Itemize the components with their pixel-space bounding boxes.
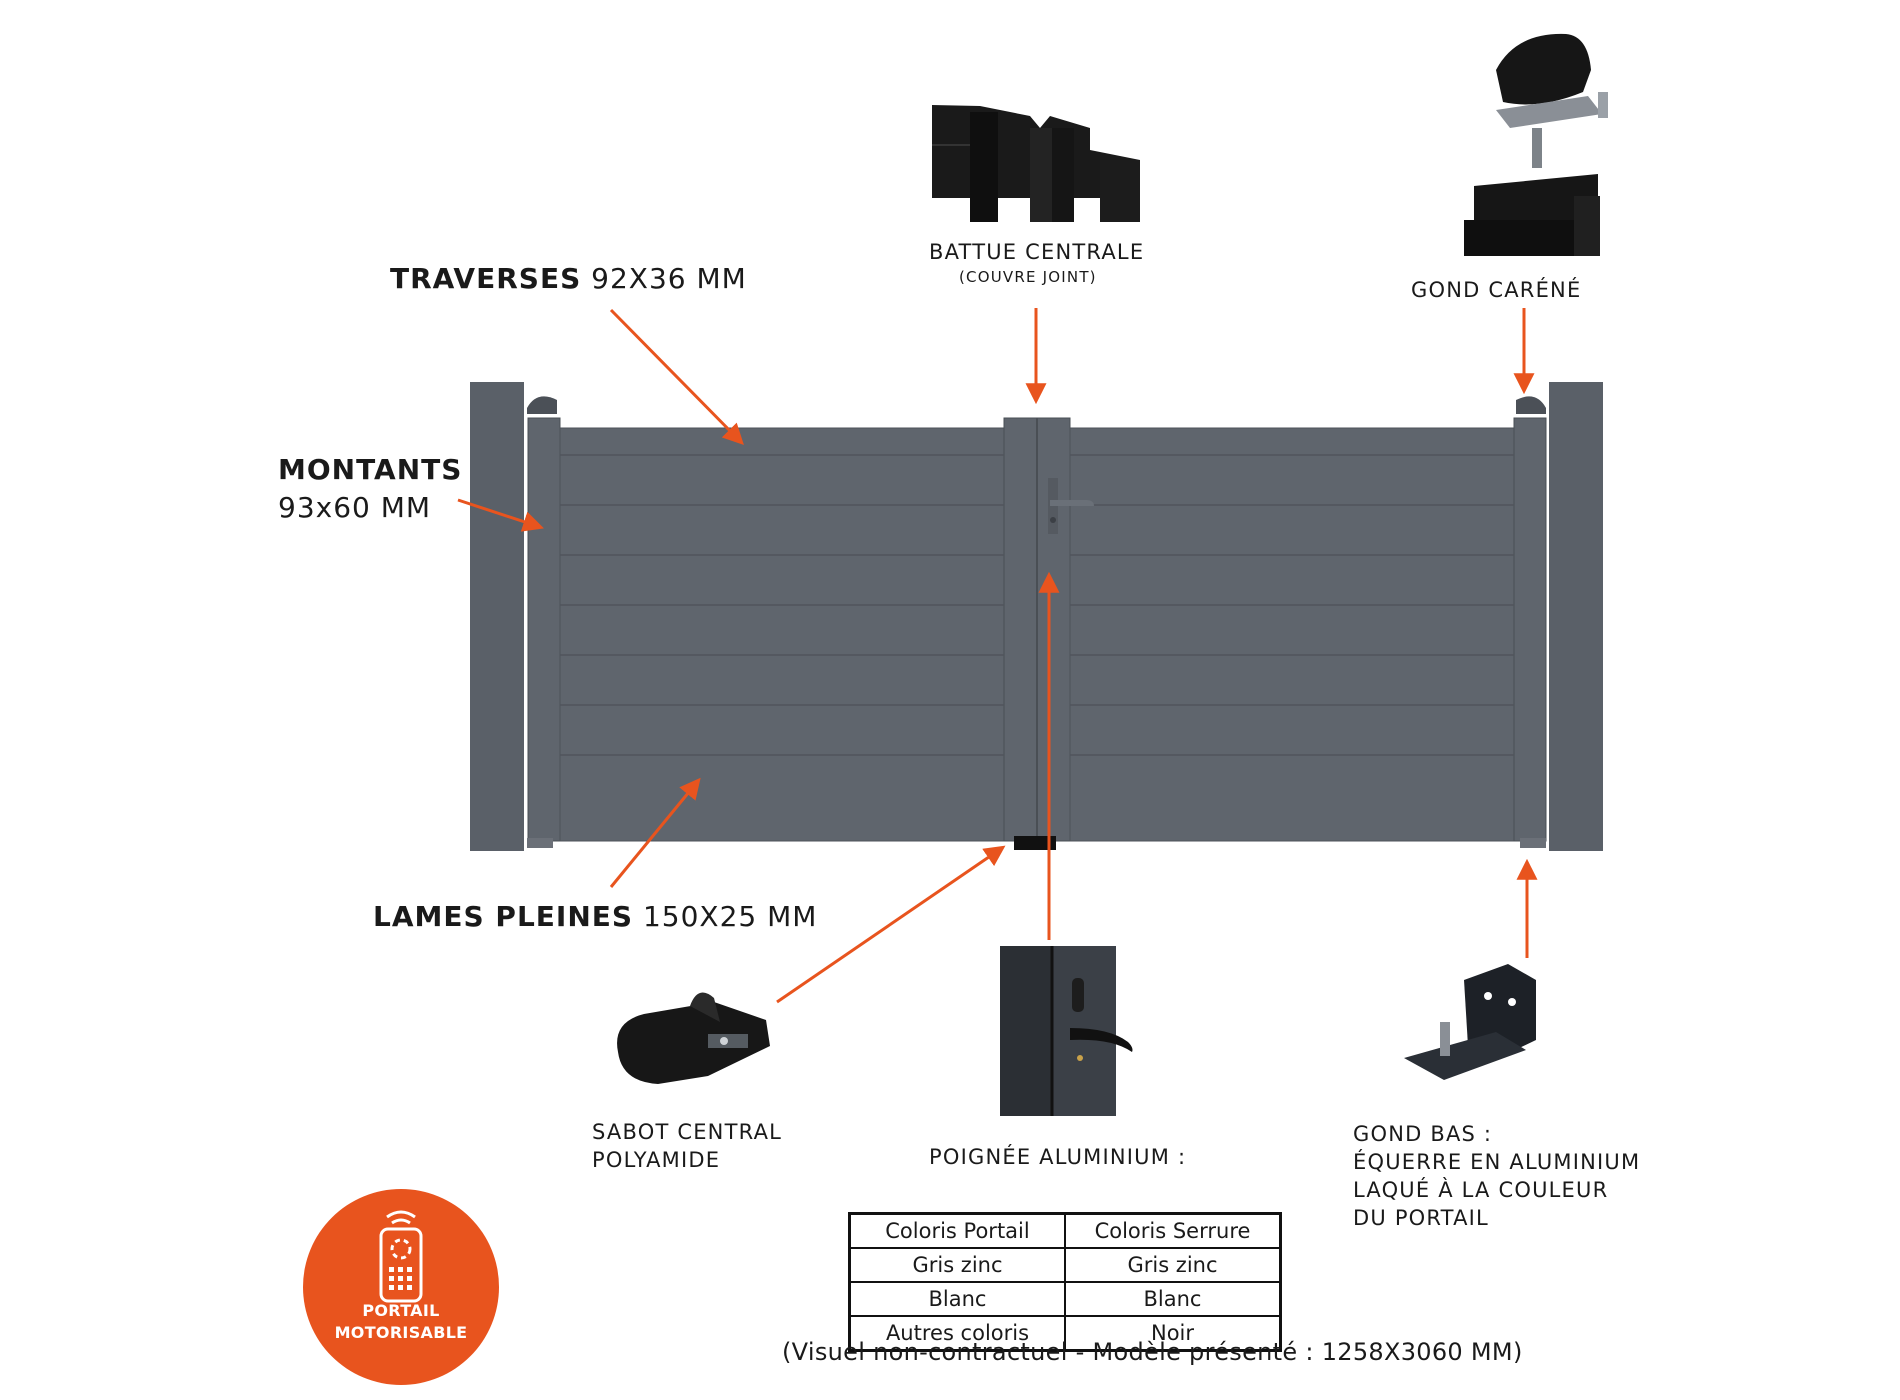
- table-header: Coloris Portail: [848, 1212, 1066, 1249]
- battue-sub-label: (COUVRE JOINT): [959, 268, 1097, 286]
- table-cell: Blanc: [848, 1281, 1066, 1317]
- badge-line-2: MOTORISABLE: [334, 1323, 468, 1342]
- table-cell: Noir: [1064, 1315, 1282, 1352]
- gond-bas-label-4: DU PORTAIL: [1353, 1206, 1489, 1230]
- table-header: Coloris Serrure: [1064, 1212, 1282, 1249]
- gond-bas-label-3: LAQUÉ À LA COULEUR: [1353, 1178, 1609, 1202]
- left-lower-hinge: [527, 838, 553, 848]
- table-row: Gris zinc Gris zinc: [848, 1247, 1282, 1283]
- remote-control-icon: [379, 1210, 423, 1303]
- badge-line-1: PORTAIL: [362, 1301, 440, 1320]
- center-stop: [1014, 836, 1056, 850]
- table-cell: Blanc: [1064, 1281, 1282, 1317]
- table-cell: Autres coloris: [848, 1315, 1066, 1352]
- sabot-label-1: SABOT CENTRAL: [592, 1120, 783, 1144]
- table-cell: Gris zinc: [1064, 1247, 1282, 1283]
- sabot-label-2: POLYAMIDE: [592, 1148, 721, 1172]
- table-header-row: Coloris Portail Coloris Serrure: [848, 1212, 1282, 1249]
- right-leaf-stile: [1513, 417, 1547, 842]
- left-leaf-stile: [527, 417, 561, 842]
- table-cell: Gris zinc: [848, 1247, 1066, 1283]
- poignee-label: POIGNÉE ALUMINIUM :: [929, 1145, 1187, 1169]
- gond-bas-detail: [1404, 964, 1536, 1080]
- left-pillar: [470, 382, 524, 851]
- right-upper-hinge: [1516, 396, 1546, 414]
- left-upper-hinge: [527, 396, 557, 414]
- lames-label: LAMES PLEINES 150X25 MM: [373, 900, 818, 933]
- sabot-central-detail: [617, 992, 770, 1084]
- battue-label: BATTUE CENTRALE: [929, 240, 1145, 264]
- poignee-detail: [1000, 946, 1133, 1116]
- badge-text: PORTAIL MOTORISABLE: [303, 1300, 499, 1344]
- gate-handle: [1048, 478, 1094, 534]
- right-leaf-panel: [1069, 427, 1515, 842]
- table-row: Autres coloris Noir: [848, 1315, 1282, 1352]
- table-row: Blanc Blanc: [848, 1281, 1282, 1317]
- gond-bas-label-1: GOND BAS :: [1353, 1122, 1493, 1146]
- gond-carene-detail: [1464, 33, 1608, 256]
- gond-carene-label: GOND CARÉNÉ: [1411, 278, 1582, 302]
- montants-size: 93x60 MM: [278, 491, 432, 524]
- colors-table: Coloris Portail Coloris Serrure Gris zin…: [848, 1212, 1282, 1352]
- battue-centrale-detail: [932, 105, 1140, 222]
- left-leaf-panel: [559, 427, 1005, 842]
- right-pillar: [1549, 382, 1603, 851]
- gate: [470, 382, 1603, 851]
- traverses-label: TRAVERSES 92X36 MM: [390, 262, 747, 295]
- callout-arrows: [457, 308, 1538, 1004]
- gond-bas-label-2: ÉQUERRE EN ALUMINIUM: [1353, 1150, 1641, 1174]
- montants-label: MONTANTS: [278, 453, 463, 486]
- motorisable-badge: PORTAIL MOTORISABLE: [303, 1189, 499, 1385]
- footnote: (Visuel non-contractuel - Modèle présent…: [782, 1338, 1523, 1366]
- slat-lines: [560, 454, 1514, 756]
- right-lower-hinge: [1520, 838, 1546, 848]
